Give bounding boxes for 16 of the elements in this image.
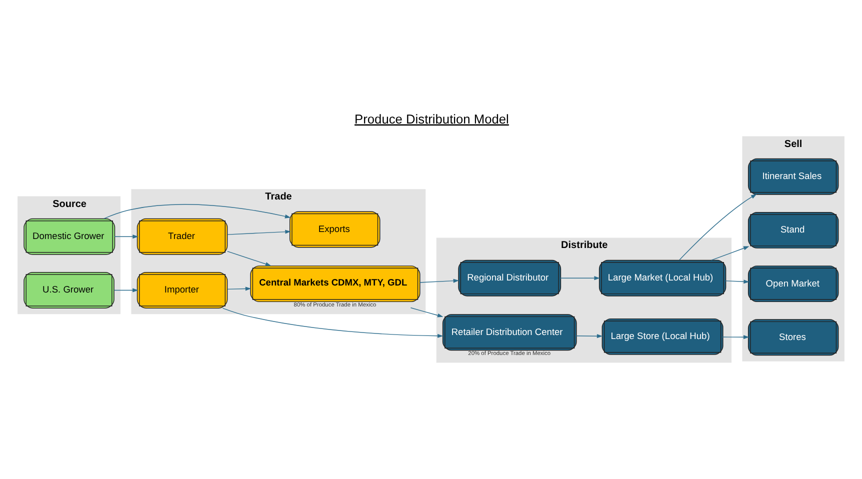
arrow bbox=[114, 288, 138, 292]
arrow bbox=[560, 276, 600, 280]
arrow bbox=[104, 204, 291, 220]
arrow bbox=[576, 334, 603, 338]
arrow bbox=[114, 234, 138, 239]
arrow bbox=[722, 335, 750, 340]
arrow bbox=[419, 278, 460, 283]
arrow bbox=[222, 308, 444, 338]
diagram-title: Produce Distribution Model bbox=[354, 111, 509, 126]
arrow bbox=[410, 307, 444, 318]
arrow bbox=[226, 230, 291, 235]
arrow bbox=[226, 250, 272, 266]
arrow bbox=[725, 280, 750, 284]
arrow bbox=[711, 246, 750, 261]
arrow bbox=[226, 286, 252, 291]
arrow bbox=[679, 194, 757, 260]
